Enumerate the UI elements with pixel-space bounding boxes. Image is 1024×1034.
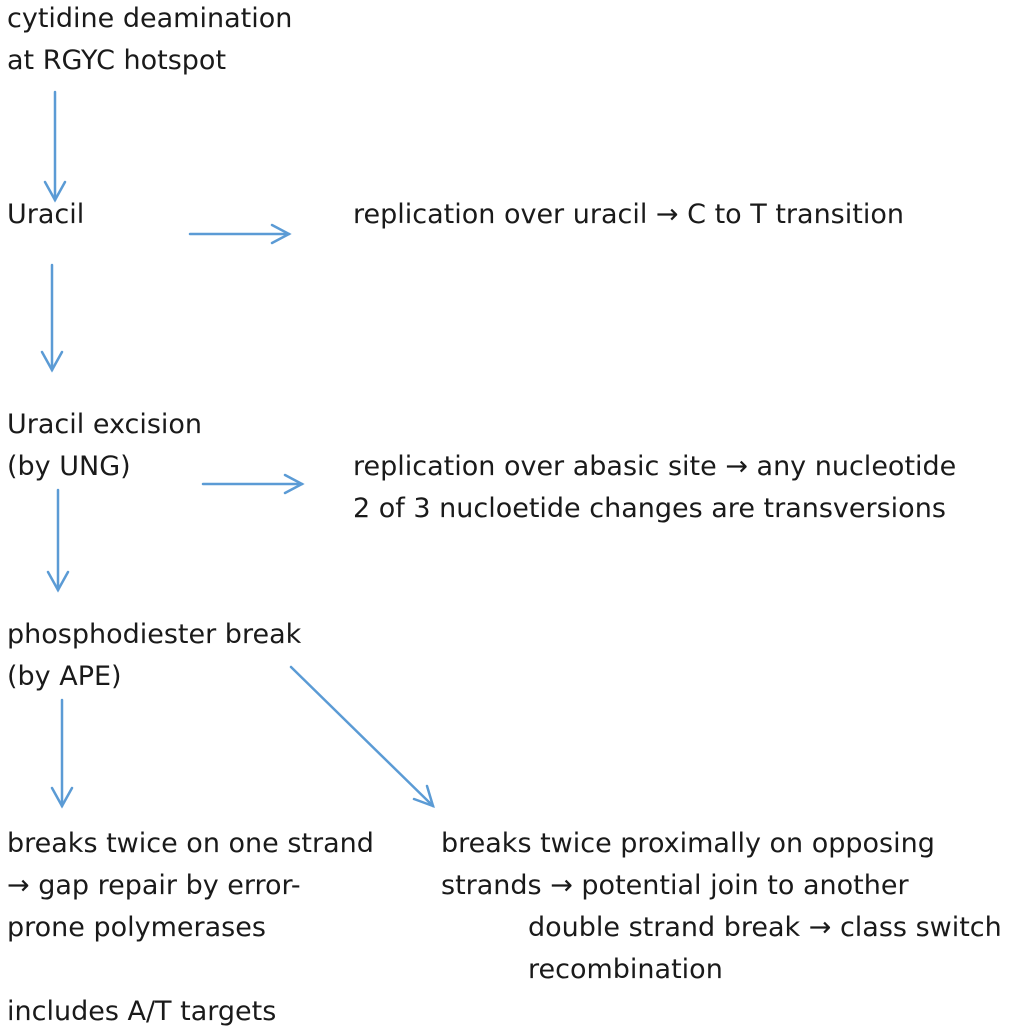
node-replication-abasic-line2: 2 of 3 nucloetide changes are transversi… bbox=[353, 493, 946, 524]
arrow-uracil-to-replication bbox=[188, 223, 292, 245]
node-one-strand-line2: → gap repair by error- bbox=[7, 870, 301, 901]
arrow-break-to-one-strand bbox=[50, 698, 74, 809]
node-one-strand-line1: breaks twice on one strand bbox=[7, 828, 374, 859]
node-deamination-line1: cytidine deamination bbox=[7, 3, 293, 34]
node-one-strand-line4: includes A/T targets bbox=[7, 996, 277, 1027]
node-break-line2: (by APE) bbox=[7, 661, 122, 692]
node-replication-abasic-line1: replication over abasic site → any nucle… bbox=[353, 451, 957, 482]
node-opposing-line1: breaks twice proximally on opposing bbox=[441, 828, 935, 859]
node-excision-line1: Uracil excision bbox=[7, 409, 203, 440]
arrow-uracil-to-excision bbox=[40, 263, 64, 373]
arrow-deamination-to-uracil bbox=[43, 90, 67, 203]
node-one-strand-line3: prone polymerases bbox=[7, 912, 266, 943]
node-excision-line2: (by UNG) bbox=[7, 451, 131, 482]
node-uracil: Uracil bbox=[7, 199, 85, 230]
node-replication-uracil: replication over uracil → C to T transit… bbox=[353, 199, 904, 230]
node-deamination-line2: at RGYC hotspot bbox=[7, 45, 227, 76]
node-break-line1: phosphodiester break bbox=[7, 619, 302, 650]
arrow-break-to-opposing bbox=[289, 665, 435, 809]
node-opposing-line4: recombination bbox=[528, 954, 723, 985]
node-opposing-line3: double strand break → class switch bbox=[528, 912, 1002, 943]
arrow-excision-to-replication-abasic bbox=[201, 473, 305, 495]
arrow-excision-to-break bbox=[46, 488, 70, 593]
node-opposing-line2: strands → potential join to another bbox=[441, 870, 909, 901]
